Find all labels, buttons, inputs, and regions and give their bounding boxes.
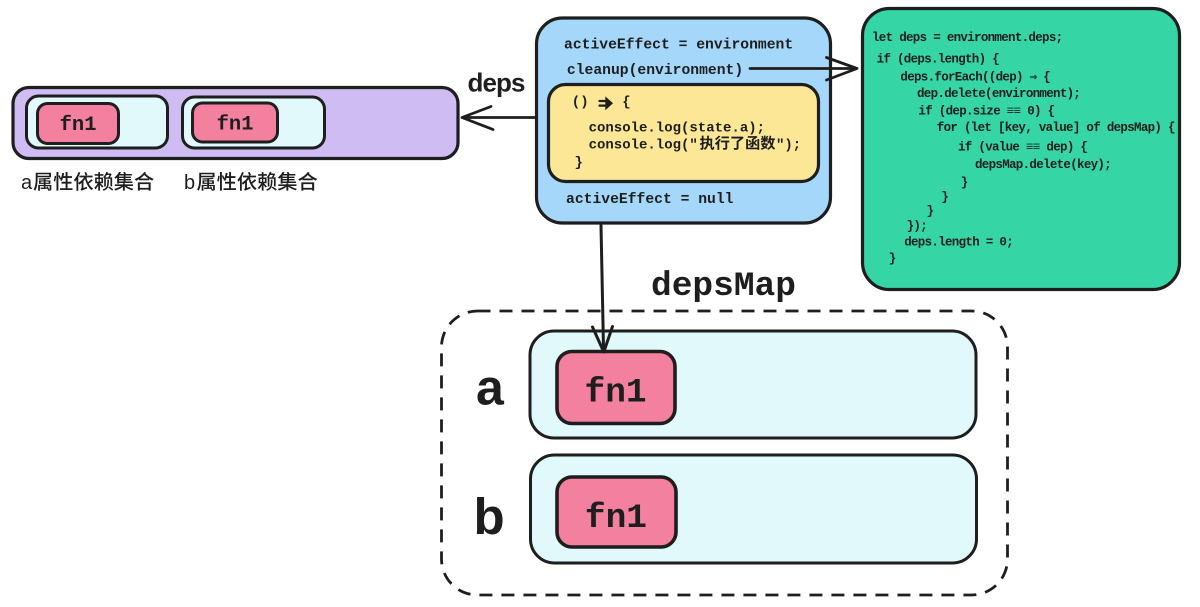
svg-text:depsMap.delete(key);: depsMap.delete(key);: [975, 158, 1111, 172]
svg-text:deps.length = 0;: deps.length = 0;: [904, 236, 1013, 250]
svg-text:fn1: fn1: [585, 374, 647, 413]
svg-text:fn1: fn1: [60, 114, 97, 137]
svg-text:let deps = environment.deps;: let deps = environment.deps;: [872, 31, 1062, 45]
svg-text:b: b: [474, 488, 505, 545]
svg-text:if (deps.length) {: if (deps.length) {: [877, 53, 1000, 67]
svg-text:}: }: [927, 205, 934, 219]
svg-text:cleanup(environment): cleanup(environment): [567, 63, 743, 79]
svg-text:for (let [key, value] of depsM: for (let [key, value] of depsMap) {: [937, 121, 1175, 135]
svg-text:activeEffect = null: activeEffect = null: [566, 192, 734, 208]
svg-text:b: b: [184, 172, 195, 194]
svg-text:console.log(state.a);: console.log(state.a);: [589, 121, 765, 137]
svg-text:a: a: [21, 172, 33, 194]
svg-text:fn1: fn1: [585, 499, 647, 538]
svg-text:fn1: fn1: [217, 114, 254, 137]
svg-text:if (value ≡≡ dep) {: if (value ≡≡ dep) {: [958, 141, 1087, 155]
svg-text:deps.forEach((dep) ⇒ {: deps.forEach((dep) ⇒ {: [900, 71, 1050, 85]
svg-text:dep.delete(environment);: dep.delete(environment);: [917, 87, 1080, 101]
svg-text:}: }: [889, 252, 896, 266]
svg-text:});: });: [907, 220, 927, 234]
svg-text:}: }: [575, 155, 583, 171]
svg-text:{: {: [622, 95, 630, 111]
svg-text:a: a: [476, 360, 505, 416]
svg-text:if (dep.size ≡≡ 0) {: if (dep.size ≡≡ 0) {: [918, 105, 1054, 119]
svg-text:deps: deps: [468, 68, 526, 98]
svg-text:activeEffect = environment: activeEffect = environment: [564, 38, 793, 54]
svg-text:depsMap: depsMap: [651, 267, 796, 306]
svg-text:");: ");: [776, 138, 801, 154]
svg-text:console.log(": console.log(": [589, 138, 698, 154]
svg-text:}: }: [961, 176, 968, 190]
svg-text:}: }: [941, 191, 948, 205]
svg-text:(): (): [572, 95, 589, 111]
